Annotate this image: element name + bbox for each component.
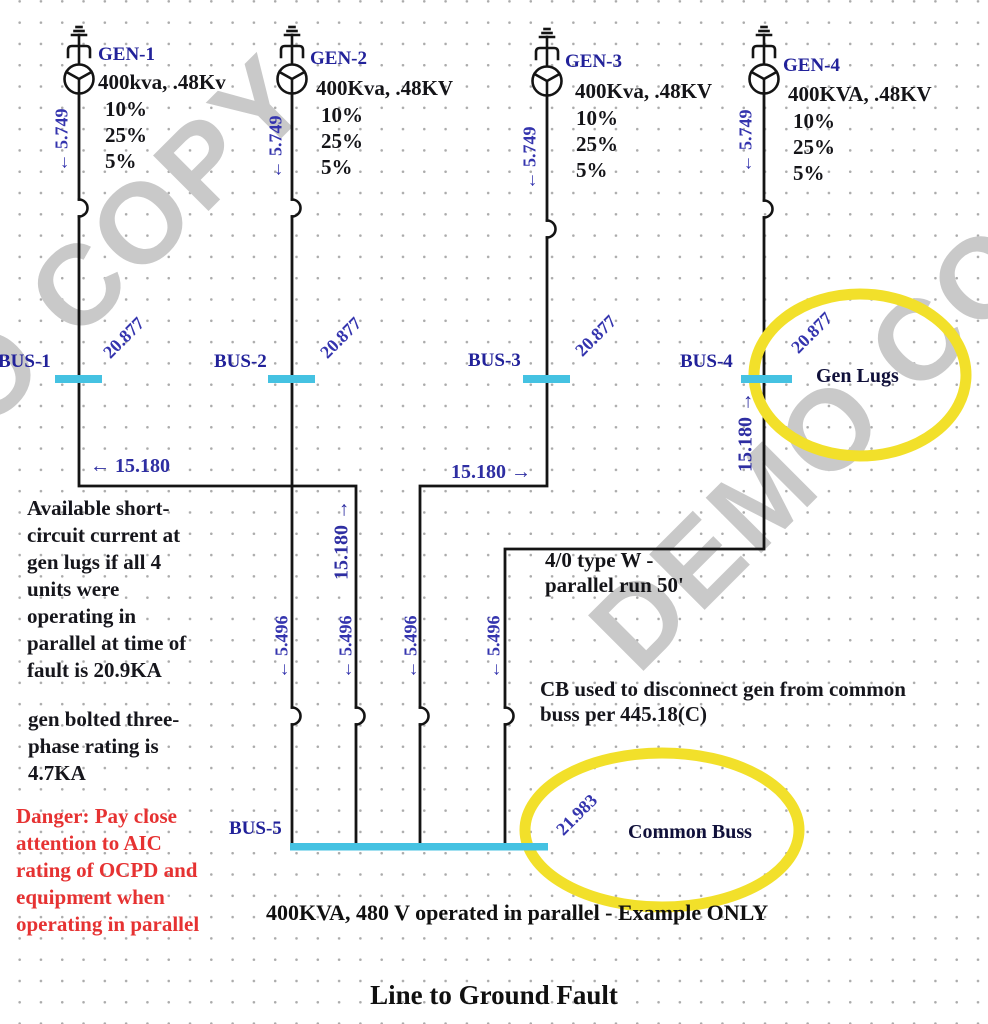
breaker-flow-4: ← 5.496	[483, 615, 504, 679]
breaker-icon	[290, 198, 302, 218]
bus-bar-2	[268, 375, 315, 383]
bus2-label: BUS-2	[214, 351, 267, 372]
page-title: Line to Ground Fault	[370, 980, 618, 1010]
breaker-icon	[503, 706, 515, 726]
feeder-bus1	[77, 377, 358, 847]
bus5-label: BUS-5	[229, 818, 282, 839]
gen2-spec: 400Kva, .48KV	[316, 76, 454, 100]
breaker-flow-3: ← 5.496	[400, 615, 421, 679]
ground-icon	[66, 25, 92, 66]
cable-note: 4/0 type W - parallel run 50'	[545, 548, 684, 597]
breaker-flow-2: ← 5.496	[335, 615, 356, 679]
highlight-ellipse-common-buss	[519, 747, 805, 913]
bolted-rating-note: gen bolted three- phase rating is 4.7KA	[28, 707, 180, 785]
breaker-icon	[418, 706, 430, 726]
bus-bar-3	[523, 375, 570, 383]
breaker-icon	[354, 706, 366, 726]
gen1-spec: 400kva, .48Kv	[98, 70, 226, 94]
bus4-label: BUS-4	[680, 351, 733, 372]
ground-icon	[534, 27, 560, 68]
caption: 400KVA, 480 V operated in parallel - Exa…	[266, 900, 769, 925]
flow-bus1-to-common: ← 15.180	[90, 455, 170, 477]
bus-bar-5-common	[290, 843, 548, 851]
generator-icon	[276, 63, 308, 95]
ground-icon	[751, 25, 777, 66]
breaker-icon	[290, 706, 302, 726]
ground-icon	[279, 25, 305, 66]
flow-feeder-bus4: 15.180 →	[734, 392, 757, 472]
bus1-label: BUS-1	[0, 351, 51, 372]
gen1-fault-current: ← 5.749	[51, 108, 72, 172]
flow-feeder-mid: 15.180 →	[330, 500, 353, 580]
feeder-bus4	[503, 377, 766, 847]
gen4-label: GEN-4	[783, 55, 840, 76]
gen3-fault-current: ← 5.749	[519, 126, 540, 190]
gen3-label: GEN-3	[565, 51, 622, 72]
common-buss-callout: Common Buss	[628, 821, 752, 843]
breaker-icon	[762, 199, 774, 219]
gen1-impedances: 10% 25% 5%	[105, 97, 147, 173]
generator-icon	[531, 65, 563, 97]
gen-lugs-callout: Gen Lugs	[816, 365, 899, 387]
short-circuit-note: Available short- circuit current at gen …	[27, 496, 187, 682]
flow-bus3-to-common: 15.180 →	[451, 461, 531, 483]
bus-bar-4	[741, 375, 792, 383]
gen4-spec: 400KVA, .48KV	[788, 82, 932, 106]
breaker-icon	[77, 198, 89, 218]
danger-note: Danger: Pay close attention to AIC ratin…	[16, 804, 200, 936]
gen4-fault-current: ← 5.749	[735, 109, 756, 173]
breaker-icon	[545, 219, 557, 239]
gen2-label: GEN-2	[310, 48, 367, 69]
bus3-label: BUS-3	[468, 350, 521, 371]
feeder-bus3	[418, 377, 549, 847]
gen2-fault-current: ← 5.749	[265, 115, 286, 179]
generator-icon	[748, 63, 780, 95]
bus-bar-1	[55, 375, 102, 383]
gen2-impedances: 10% 25% 5%	[321, 103, 363, 179]
breaker-flow-1: ← 5.496	[271, 615, 292, 679]
gen1-label: GEN-1	[98, 44, 155, 65]
generator-icon	[63, 63, 95, 95]
cb-disconnect-note: CB used to disconnect gen from common bu…	[540, 677, 906, 726]
gen3-spec: 400Kva, .48KV	[575, 79, 713, 103]
gen4-impedances: 10% 25% 5%	[793, 109, 835, 185]
gen3-impedances: 10% 25% 5%	[576, 106, 618, 182]
